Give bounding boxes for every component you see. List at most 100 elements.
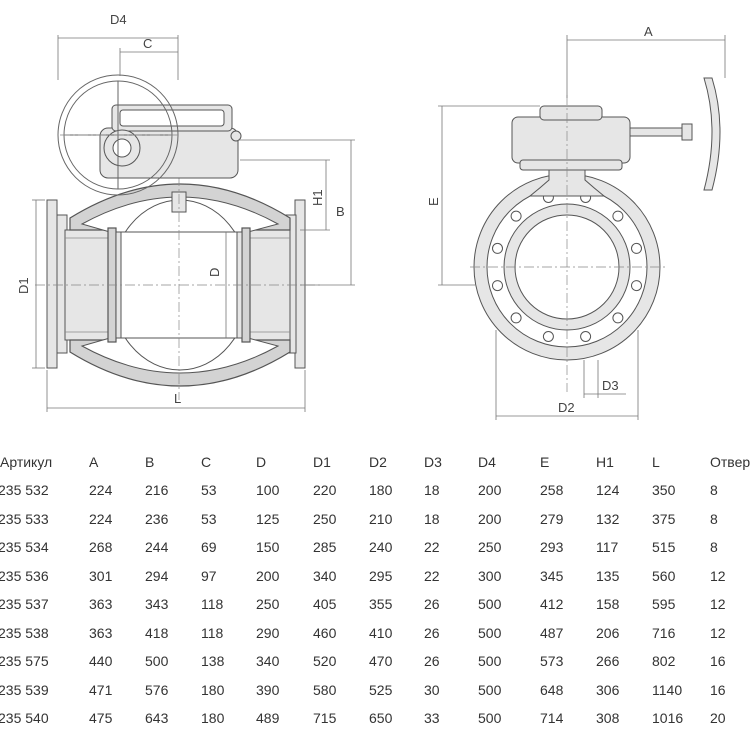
cell-L: 802 [652,653,676,669]
cell-C: 97 [201,567,217,584]
cell-D2: 210 [369,510,393,527]
cell-D2: 470 [369,653,393,669]
cell-H1: 132 [596,510,620,527]
header-E: E [540,454,550,470]
cell-D2: 355 [369,596,393,612]
label-D: D [207,268,222,277]
cell-L: 375 [652,510,676,527]
label-B: B [336,204,345,219]
cell-D4: 300 [478,567,502,584]
cell-A: 363 [89,596,113,612]
cell-B: 418 [145,624,169,641]
cell-L: 595 [652,596,676,612]
bolt-hole [542,331,554,342]
header-D2: D2 [369,454,387,470]
header-D4: D4 [478,454,496,470]
cell-B: 244 [145,539,169,555]
cell-B: 576 [145,681,169,698]
cell-D3: 30 [424,681,440,698]
cell-D: 200 [256,567,280,584]
header-D1: D1 [313,454,331,470]
cell-C: 118 [201,624,224,641]
cell-B: 643 [145,710,169,726]
cell-D4: 200 [478,510,502,527]
cell-H1: 135 [596,567,620,584]
cell-article: 235 536 [0,567,49,584]
cell-D4: 500 [478,681,502,698]
cell-D: 390 [256,681,280,698]
cell-A: 440 [89,653,113,669]
cell-holes: 12 [710,567,726,584]
bolt-hole [510,210,522,222]
bolt-hole [631,280,642,292]
cell-C: 138 [201,653,225,669]
cell-A: 301 [89,567,113,584]
cell-H1: 306 [596,681,620,698]
cell-D2: 180 [369,482,393,498]
cell-E: 345 [540,567,564,584]
table-header-row: Артикул A B C D D1 D2 D3 D4 E H1 L Отвер [0,448,750,476]
cell-article: 235 538 [0,624,49,641]
label-D3: D3 [602,378,619,393]
cell-D: 340 [256,653,280,669]
cell-D4: 250 [478,539,502,555]
cell-D1: 405 [313,596,337,612]
cell-A: 475 [89,710,113,726]
cell-E: 573 [540,653,564,669]
cell-article: 235 540 [0,710,49,726]
cell-article: 235 533 [0,510,49,527]
cell-L: 560 [652,567,676,584]
cell-D4: 500 [478,653,502,669]
cell-D1: 715 [313,710,337,726]
cell-E: 293 [540,539,564,555]
header-L: L [652,454,660,470]
label-D1: D1 [16,277,31,294]
label-C: C [143,36,152,51]
cell-article: 235 575 [0,653,49,669]
cell-article: 235 539 [0,681,49,698]
cell-D4: 500 [478,710,502,726]
cell-D: 489 [256,710,280,726]
cell-holes: 8 [710,510,718,527]
cell-D4: 500 [478,596,502,612]
cell-E: 648 [540,681,564,698]
cell-article: 235 537 [0,596,49,612]
cell-H1: 124 [596,482,620,498]
cell-D3: 33 [424,710,440,726]
cell-L: 350 [652,482,676,498]
side-dimensions: D4 C L D1 D H1 B [16,12,355,412]
label-D2: D2 [558,400,575,415]
valve-technical-drawing: D4 C L D1 D H1 B [16,12,726,420]
cell-D4: 500 [478,624,502,641]
cell-D3: 26 [424,596,440,612]
label-H1: H1 [310,189,325,206]
side-section-view [35,74,320,400]
header-holes: Отвер [710,454,750,470]
cell-D3: 18 [424,510,440,527]
cell-A: 471 [89,681,113,698]
bolt-hole [631,242,642,254]
cell-H1: 158 [596,596,620,612]
cell-D3: 22 [424,567,440,584]
cell-D: 290 [256,624,280,641]
cell-D3: 26 [424,653,440,669]
cell-C: 53 [201,482,217,498]
cell-B: 343 [145,596,169,612]
cell-D1: 520 [313,653,337,669]
header-B: B [145,454,155,470]
cell-D1: 580 [313,681,337,698]
cell-D3: 18 [424,482,440,498]
cell-D4: 200 [478,482,502,498]
cell-D1: 220 [313,482,337,498]
cell-B: 294 [145,567,169,584]
header-D: D [256,454,267,470]
